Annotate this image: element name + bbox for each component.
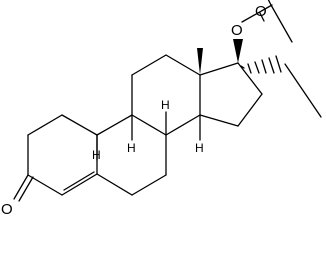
svg-text:H: H	[161, 98, 170, 112]
acetyl-oxygen-label: O	[255, 3, 267, 20]
ring-a	[27, 114, 98, 196]
svg-text:H: H	[127, 141, 136, 155]
ring-d	[199, 62, 263, 127]
svg-text:H: H	[92, 148, 101, 162]
ketone-carbonyl: O	[1, 174, 34, 218]
ring-b	[96, 114, 167, 196]
c17-ethyl	[240, 55, 322, 118]
c8-hydrogen: H	[161, 98, 170, 136]
carbonyl-oxygen-label: O	[1, 201, 13, 218]
ester-oxygen-label: O	[231, 22, 243, 39]
svg-text:H: H	[195, 141, 204, 155]
ring-c	[131, 54, 201, 136]
acetate-ester: O O	[231, 0, 293, 63]
c14-hydrogen: H	[195, 114, 204, 155]
c9-hydrogen: H	[127, 114, 136, 155]
c13-methyl-wedge	[197, 48, 203, 75]
c10-hydrogen: H	[92, 134, 101, 162]
